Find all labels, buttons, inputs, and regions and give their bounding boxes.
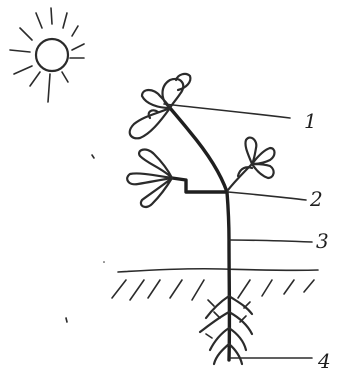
leaves xyxy=(127,74,274,207)
plant-roots xyxy=(200,296,252,364)
leader-line-3 xyxy=(230,240,312,242)
soil-hatching xyxy=(112,280,314,300)
ground-line xyxy=(118,269,318,272)
left-branch xyxy=(172,178,227,192)
sun-icon xyxy=(10,8,84,102)
label-1: 1 xyxy=(304,109,317,133)
label-2: 2 xyxy=(309,187,323,211)
label-3: 3 xyxy=(316,229,329,253)
stray-marks xyxy=(66,155,105,322)
soil-surface xyxy=(112,269,318,300)
sun-disc xyxy=(36,39,68,71)
main-stem xyxy=(227,192,229,360)
left-leaf-cluster xyxy=(127,150,172,207)
part-labels: 1 2 3 4 xyxy=(304,109,331,373)
label-4: 4 xyxy=(317,349,331,373)
leader-line-2 xyxy=(228,192,306,200)
sun-rays xyxy=(10,8,84,102)
leader-line-1 xyxy=(164,104,290,118)
leader-lines xyxy=(164,104,312,358)
